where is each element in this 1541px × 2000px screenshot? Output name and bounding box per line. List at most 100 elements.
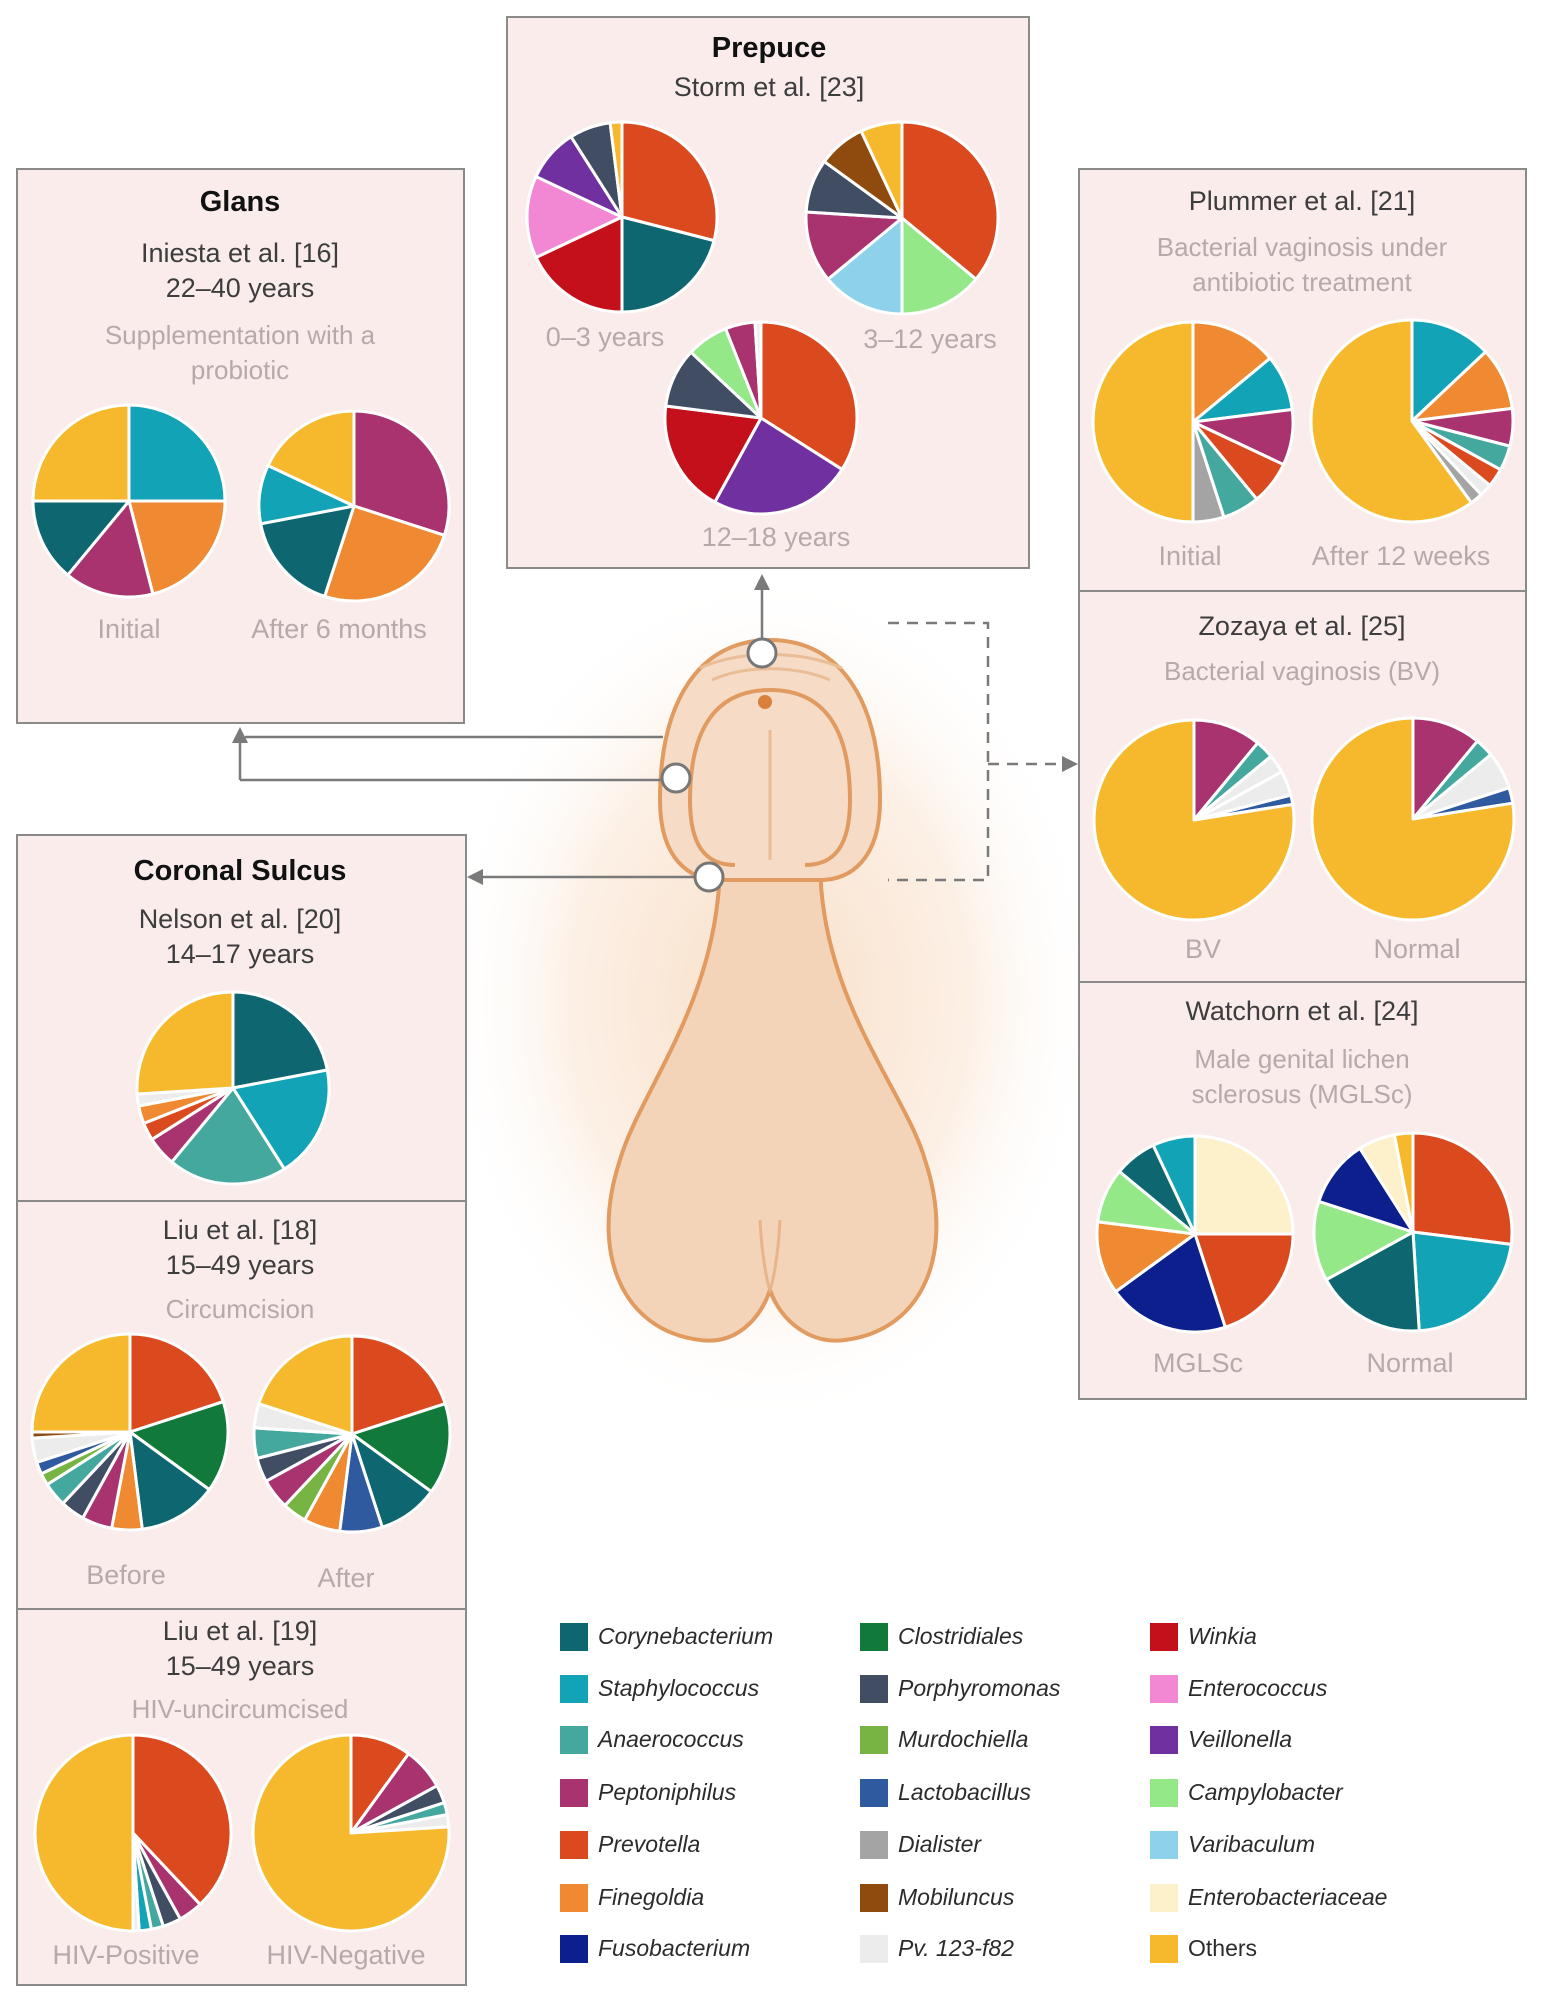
- glans-age: 22–40 years: [165, 273, 315, 303]
- liu19-pie-negative-slice-5: [251, 1733, 451, 1933]
- glans-pie-after-slice-4: [266, 409, 356, 508]
- legend-swatch: [560, 1675, 588, 1703]
- legend-label: Campylobacter: [1188, 1779, 1343, 1805]
- liu18-pie-after-slice-10: [257, 1334, 354, 1436]
- right-sep-2: [1078, 981, 1527, 983]
- legend-swatch: [860, 1779, 888, 1807]
- liu18-pie-before-slice-11: [30, 1332, 132, 1434]
- legend-swatch: [560, 1884, 588, 1912]
- legend-swatch: [860, 1675, 888, 1703]
- nelson-pie-slice-0: [231, 990, 329, 1090]
- coronal-sep-1: [16, 1200, 467, 1202]
- prepuce-label-0-3: 0–3 years: [545, 322, 665, 352]
- plummer-pie-after-slice-7: [1309, 318, 1473, 524]
- legend-label: Mobiluncus: [898, 1884, 1015, 1910]
- legend-label: Lactobacillus: [898, 1779, 1031, 1805]
- legend-swatch: [860, 1623, 888, 1651]
- liu18-label-before: Before: [86, 1560, 166, 1590]
- legend-swatch: [860, 1726, 888, 1754]
- prepuce-pie-12-18-slice-6: [753, 320, 763, 420]
- liu19-subtitle: HIV-uncircumcised: [131, 1694, 349, 1724]
- glans-title: Glans: [199, 186, 281, 218]
- nelson-author: Nelson et al. [20]: [138, 904, 342, 934]
- plummer-pie-initial-slice-6: [1091, 320, 1195, 524]
- zozaya-pie-normal: [1310, 716, 1516, 922]
- plummer-label-after: After 12 weeks: [1311, 541, 1491, 571]
- glans-pie-after: [257, 409, 451, 603]
- glans-label-initial: Initial: [97, 614, 161, 644]
- prepuce-pie-12-18: [663, 320, 859, 516]
- liu19-age: 15–49 years: [165, 1651, 315, 1681]
- liu18-pie-before: [30, 1332, 230, 1532]
- legend-label: Clostridiales: [898, 1623, 1024, 1649]
- liu19-pie-negative: [251, 1733, 451, 1933]
- right-sep-1: [1078, 590, 1527, 592]
- watchorn-pie-mglsc-slice-6: [1151, 1134, 1197, 1236]
- glans-pie-initial-slice-1: [127, 499, 227, 596]
- prepuce-author: Storm et al. [23]: [673, 72, 865, 102]
- glans-pie-initial-slice-3: [31, 499, 131, 577]
- zozaya-pie-bv: [1092, 718, 1296, 922]
- prepuce-pie-12-18-slice-2: [663, 404, 763, 504]
- watchorn-pie-normal-slice-1: [1411, 1230, 1513, 1333]
- prepuce-pie-0-3-slice-3: [525, 175, 624, 259]
- nelson-age: 14–17 years: [165, 939, 315, 969]
- legend-swatch: [1150, 1884, 1178, 1912]
- liu18-label-after: After: [317, 1563, 375, 1593]
- prepuce-label-3-12: 3–12 years: [863, 324, 997, 354]
- legend-label: Peptoniphilus: [598, 1779, 737, 1805]
- watchorn-subtitle: Male genital lichen sclerosus (MGLSc): [1191, 1044, 1413, 1109]
- legend-label: Enterobacteriaceae: [1188, 1884, 1388, 1910]
- legend-label: Porphyromonas: [898, 1675, 1061, 1701]
- plummer-label-initial: Initial: [1158, 541, 1222, 571]
- legend-label: Winkia: [1188, 1623, 1257, 1649]
- plummer-pie-after-slice-0: [1410, 318, 1488, 423]
- legend-swatch: [860, 1831, 888, 1859]
- liu18-pie-before-slice-2: [128, 1430, 211, 1531]
- glans-subtitle: Supplementation with a probiotic: [104, 320, 376, 385]
- legend-label: Dialister: [898, 1831, 982, 1857]
- legend-label: Pv. 123-f82: [898, 1935, 1014, 1961]
- plummer-subtitle: Bacterial vaginosis under antibiotic tre…: [1156, 232, 1448, 297]
- legend-label: Corynebacterium: [598, 1623, 774, 1649]
- liu19-pie-positive-slice-6: [33, 1733, 135, 1933]
- watchorn-pie-normal-slice-2: [1324, 1230, 1421, 1333]
- legend-swatch: [860, 1935, 888, 1963]
- legend-swatch: [1150, 1623, 1178, 1651]
- liu18-pie-after-slice-1: [350, 1402, 452, 1494]
- legend-swatch: [1150, 1831, 1178, 1859]
- legend-label: Enterococcus: [1188, 1675, 1328, 1701]
- watchorn-pie-normal-slice-6: [1392, 1131, 1415, 1234]
- liu18-pie-before-slice-0: [128, 1332, 225, 1434]
- legend-swatch: [1150, 1675, 1178, 1703]
- legend-swatch: [560, 1623, 588, 1651]
- legend-swatch: [560, 1726, 588, 1754]
- legend-swatch: [1150, 1935, 1178, 1963]
- zozaya-label-normal: Normal: [1373, 934, 1461, 964]
- prepuce-pie-3-12-slice-6: [859, 120, 904, 220]
- liu19-pie-positive: [33, 1733, 233, 1933]
- legend-label: Murdochiella: [898, 1726, 1029, 1752]
- watchorn-pie-mglsc-slice-0: [1193, 1134, 1295, 1236]
- liu18-pie-before-slice-1: [128, 1400, 230, 1492]
- prepuce-pie-0-3-slice-2: [534, 215, 624, 314]
- prepuce-pie-3-12-slice-2: [826, 216, 904, 316]
- nelson-pie: [135, 990, 331, 1186]
- liu18-author: Liu et al. [18]: [162, 1215, 318, 1245]
- liu18-pie-after-slice-0: [350, 1334, 447, 1436]
- coronal-title: Coronal Sulcus: [133, 855, 347, 887]
- prepuce-pie-0-3-slice-6: [608, 120, 624, 219]
- legend-swatch: [1150, 1779, 1178, 1807]
- watchorn-pie-mglsc: [1095, 1134, 1295, 1334]
- nelson-pie-slice-1: [231, 1068, 331, 1171]
- legend-label: Staphylococcus: [598, 1675, 760, 1701]
- legend-label: Anaerococcus: [598, 1726, 744, 1752]
- plummer-pie-initial-slice-0: [1191, 320, 1272, 424]
- watchorn-pie-mglsc-slice-2: [1114, 1232, 1227, 1334]
- nelson-pie-slice-2: [170, 1086, 286, 1186]
- watchorn-label-mglsc: MGLSc: [1152, 1348, 1244, 1378]
- liu18-pie-after: [252, 1334, 452, 1534]
- glans-pie-after-slice-1: [323, 504, 446, 603]
- prepuce-pie-0-3-slice-0: [620, 120, 719, 243]
